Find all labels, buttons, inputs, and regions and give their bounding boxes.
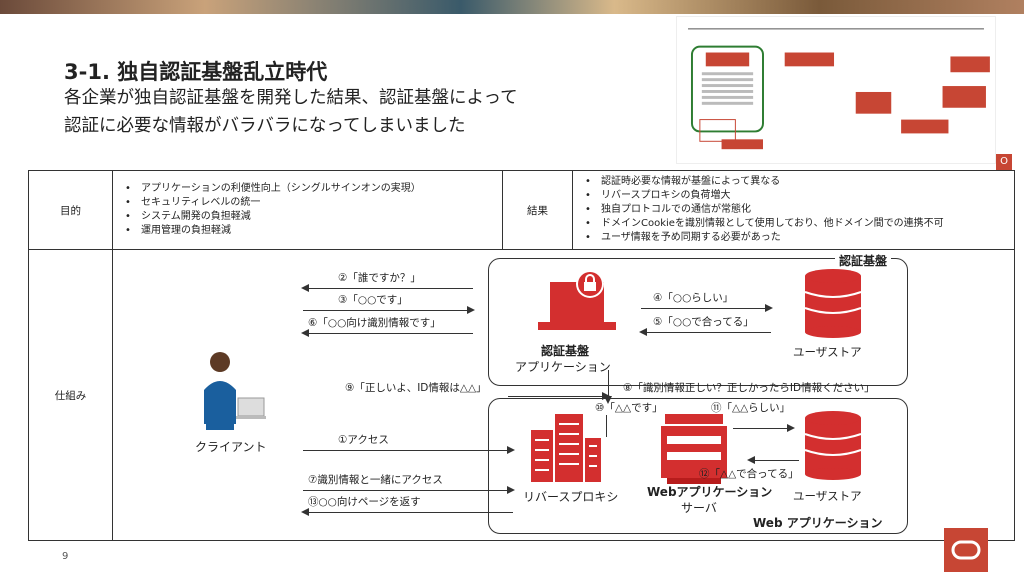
purpose-item: セキュリティレベルの統一	[121, 196, 494, 210]
arrow-4	[641, 304, 773, 312]
mechanism-cell: 認証基盤 Web アプリケーション 認証基盤 アプリケーション	[112, 249, 1015, 541]
web-app-server-label-2: サーバ	[681, 501, 717, 515]
user-store-bottom-label: ユーザストア	[793, 489, 862, 503]
message-7: ⑦識別情報と一緒にアクセス	[308, 474, 443, 486]
purpose-item: 運用管理の負担軽減	[121, 224, 494, 238]
slide-title: 3-1. 独自認証基盤乱立時代	[64, 60, 328, 84]
web-app-server-label-1: Webアプリケーション	[647, 485, 773, 499]
timeline-thumbnail	[676, 16, 996, 164]
result-label: 結果	[502, 170, 573, 250]
arrow-9	[508, 392, 610, 400]
arrow-11	[733, 424, 795, 432]
client-person-icon	[204, 352, 266, 430]
web-app-server-icon	[661, 414, 727, 484]
arrow-6	[301, 329, 473, 337]
purpose-cell: アプリケーションの利便性向上（シングルサインオンの実現） セキュリティレベルの統…	[112, 170, 503, 250]
message-5: ⑤「○○で合ってる」	[653, 316, 754, 328]
comparison-table: 目的 アプリケーションの利便性向上（シングルサインオンの実現） セキュリティレベ…	[28, 170, 1015, 541]
arrow-5	[639, 328, 771, 336]
reverse-proxy-label: リバースプロキシ	[523, 490, 619, 504]
purpose-item: システム開発の負担軽減	[121, 210, 494, 224]
arrow-1	[303, 446, 515, 454]
message-6: ⑥「○○向け識別情報です」	[308, 317, 441, 329]
result-item: リバースプロキシの負荷増大	[581, 189, 1006, 203]
message-11: ⑪「△△らしい」	[711, 402, 791, 414]
arrow-10-stem	[606, 415, 607, 437]
arrow-13	[301, 508, 513, 516]
result-item: 独自プロトコルでの通信が常態化	[581, 203, 1006, 217]
message-4: ④「○○らしい」	[653, 292, 734, 304]
flow-diagram: 認証基盤 Web アプリケーション 認証基盤 アプリケーション	[113, 250, 1014, 540]
slide-subtitle: 各企業が独自認証基盤を開発した結果、認証基盤によって 認証に必要な情報がバラバラ…	[64, 84, 664, 140]
page-number: 9	[62, 551, 69, 562]
oracle-mini-logo: O	[996, 154, 1012, 170]
reverse-proxy-icon	[531, 414, 601, 482]
auth-platform-group	[488, 258, 908, 386]
message-9: ⑨「正しいよ、ID情報は△△」	[345, 382, 487, 394]
auth-app-laptop-icon	[538, 270, 616, 330]
message-2: ②「誰ですか？」	[338, 272, 421, 284]
arrow-3	[303, 306, 475, 314]
message-1: ①アクセス	[338, 434, 389, 446]
arrow-8-down	[604, 370, 612, 404]
auth-app-label-2: アプリケーション	[515, 360, 611, 374]
client-label: クライアント	[195, 440, 267, 454]
message-12: ⑫「△△で合ってる」	[699, 468, 799, 480]
result-item: ドメインCookieを識別情報として使用しており、他ドメイン間での連携不可	[581, 217, 1006, 231]
message-3: ③「○○です」	[338, 294, 408, 306]
arrow-2	[301, 284, 473, 292]
arrow-7	[303, 486, 515, 494]
subtitle-line-1: 各企業が独自認証基盤を開発した結果、認証基盤によって	[64, 88, 518, 108]
message-10: ⑩「△△です」	[595, 402, 663, 414]
web-app-group	[488, 398, 908, 534]
result-cell: 認証時必要な情報が基盤によって異なる リバースプロキシの負荷増大 独自プロトコル…	[572, 170, 1015, 250]
web-app-group-label: Web アプリケーション	[753, 516, 883, 530]
user-store-top-label: ユーザストア	[793, 345, 862, 359]
result-item: ユーザ情報を予め同期する必要があった	[581, 231, 1006, 245]
header-artwork	[0, 0, 1024, 14]
purpose-row: 目的 アプリケーションの利便性向上（シングルサインオンの実現） セキュリティレベ…	[28, 170, 1015, 250]
message-8: ⑧「識別情報正しい？正しかったらID情報ください」	[623, 382, 875, 394]
auth-app-label-1: 認証基盤	[541, 344, 590, 358]
user-store-bottom-db-icon	[804, 411, 862, 480]
result-item: 認証時必要な情報が基盤によって異なる	[581, 175, 1006, 189]
purpose-label: 目的	[28, 170, 113, 250]
subtitle-line-2: 認証に必要な情報がバラバラになってしまいました	[64, 116, 466, 136]
auth-platform-label: 認証基盤	[835, 252, 892, 269]
arrow-12	[747, 456, 799, 464]
purpose-item: アプリケーションの利便性向上（シングルサインオンの実現）	[121, 182, 494, 196]
message-13: ⑬○○向けページを返す	[308, 496, 421, 508]
mechanism-row: 仕組み 認証基盤 Web アプリケーション 認証基盤 アプリケーション	[28, 249, 1015, 541]
oracle-logo-icon	[944, 528, 988, 572]
mechanism-label: 仕組み	[28, 249, 113, 541]
user-store-db-icon	[804, 269, 862, 338]
